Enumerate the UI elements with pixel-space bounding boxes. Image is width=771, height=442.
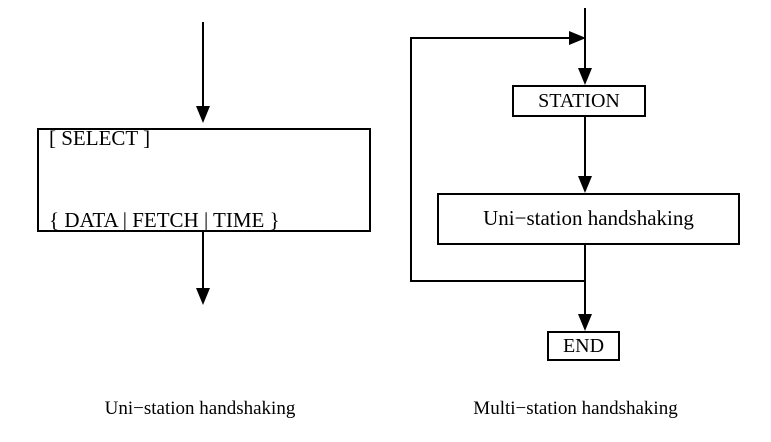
station-to-uni-arrow-head	[578, 176, 592, 193]
end-node-label: END	[562, 335, 605, 357]
select-node-line2: { DATA | FETCH | TIME }	[49, 208, 280, 233]
entry-arrow-head	[196, 106, 210, 123]
entry-arrow-line	[202, 22, 204, 106]
exit-arrow-head	[196, 288, 210, 305]
feedback-loop-bottom-segment	[410, 280, 586, 282]
entry-arrow-head	[578, 68, 592, 85]
feedback-loop-top-segment	[410, 37, 570, 39]
panel-uni-station: [ SELECT ] { DATA | FETCH | TIME } Uni−s…	[37, 22, 371, 419]
select-node-line1: [ SELECT ]	[49, 126, 151, 151]
uni-to-end-line	[584, 245, 586, 314]
feedback-loop-arrow-head	[569, 31, 586, 45]
station-to-uni-line	[584, 117, 586, 176]
exit-arrow-line	[202, 232, 204, 288]
uni-station-node[interactable]: Uni−station handshaking	[437, 193, 740, 245]
feedback-loop-left-segment	[410, 37, 412, 282]
panel-multi-station-caption: Multi−station handshaking	[473, 398, 678, 419]
uni-station-node-label: Uni−station handshaking	[483, 206, 694, 231]
uni-to-end-arrow-head	[578, 314, 592, 331]
station-node[interactable]: STATION	[512, 85, 646, 117]
panel-multi-station: STATION Uni−station handshaking END Mult…	[380, 0, 771, 442]
end-node[interactable]: END	[547, 331, 620, 361]
select-node[interactable]: [ SELECT ] { DATA | FETCH | TIME }	[37, 126, 371, 233]
station-node-label: STATION	[538, 90, 620, 112]
panel-uni-station-caption: Uni−station handshaking	[104, 398, 296, 419]
